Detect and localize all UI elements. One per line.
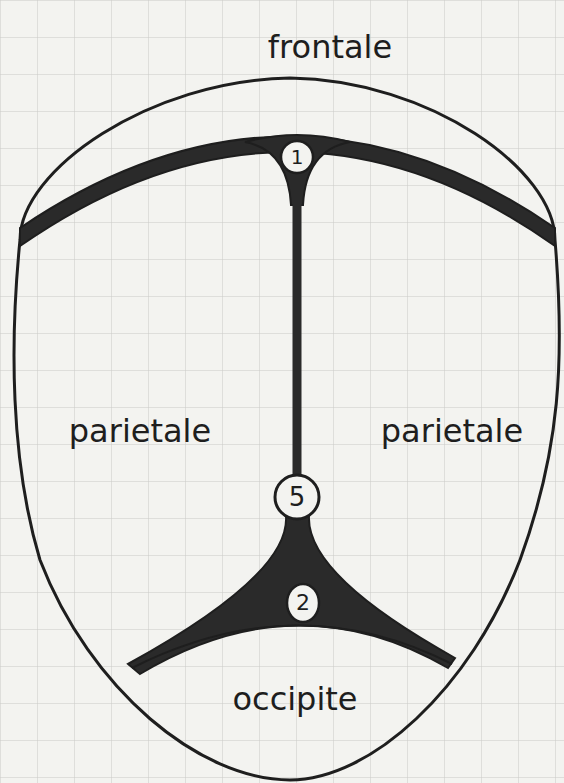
occipital-edge: [132, 625, 452, 668]
bone-name: parietale: [69, 414, 211, 449]
label-anchor: occipite: [232, 682, 357, 717]
label-anchor: 2: [296, 591, 310, 615]
sagittal-suture: [293, 195, 302, 478]
posterior-fontanelle: [128, 516, 455, 674]
callout-number: 2: [296, 591, 310, 615]
callout-circle: [281, 141, 313, 173]
label-anchor: parietale: [69, 414, 211, 449]
callout-number: 1: [291, 146, 304, 168]
bone-name: parietale: [381, 414, 523, 449]
anterior-fontanelle: [245, 135, 350, 205]
skull-outline: [14, 78, 559, 780]
callout-circle: [275, 475, 319, 519]
label-anchor: parietale: [381, 414, 523, 449]
label-anchor: 1: [291, 146, 304, 168]
callout-number: 5: [289, 483, 306, 512]
label-anchor: 5: [289, 483, 306, 512]
bone-name: occipite: [232, 682, 357, 717]
coronal-suture: [20, 137, 555, 247]
bone-name: frontale: [268, 30, 392, 65]
label-anchor: frontale: [268, 30, 392, 65]
callout-circle: [287, 584, 319, 622]
